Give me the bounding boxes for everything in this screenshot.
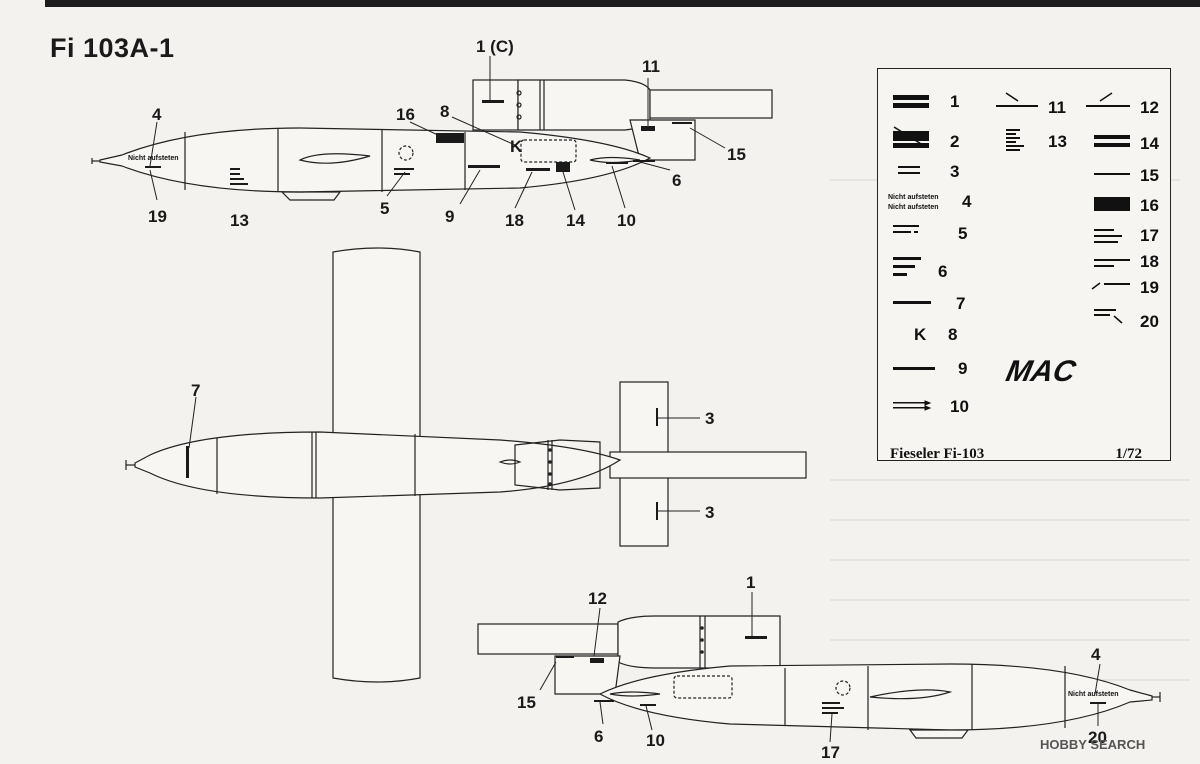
legend-2: 2 bbox=[950, 132, 959, 151]
decal-legend: Nicht aufsteten Nicht aufsteten K MAC 1 … bbox=[877, 68, 1171, 462]
callout-12: 12 bbox=[588, 589, 607, 608]
callout-4: 4 bbox=[152, 105, 162, 124]
callout-5: 5 bbox=[380, 199, 389, 218]
legend-18: 18 bbox=[1140, 252, 1159, 271]
callout-11: 11 bbox=[642, 57, 660, 76]
callout-6-bottom: 6 bbox=[594, 727, 603, 746]
watermark: HOBBY SEARCH bbox=[1040, 737, 1146, 752]
decal-swatches bbox=[893, 95, 1130, 409]
legend-13: 13 bbox=[1048, 132, 1067, 151]
callout-16: 16 bbox=[396, 105, 415, 124]
legend-3: 3 bbox=[950, 162, 959, 181]
callout-19: 19 bbox=[148, 207, 167, 226]
legend-10: 10 bbox=[950, 397, 969, 416]
plan-view bbox=[125, 247, 807, 683]
legend-model-name: Fieseler Fi-103 bbox=[890, 446, 985, 462]
mac-logo: MAC bbox=[1003, 355, 1079, 388]
legend-5: 5 bbox=[958, 224, 967, 243]
side-view-bottom-rivets bbox=[700, 626, 704, 654]
callout-10-bottom: 10 bbox=[646, 731, 665, 750]
decal-diagonals bbox=[893, 92, 1123, 324]
callout-3-lower: 3 bbox=[705, 503, 714, 522]
callout-3-upper: 3 bbox=[705, 409, 714, 428]
legend-7: 7 bbox=[956, 294, 965, 313]
callout-8: 8 bbox=[440, 102, 449, 121]
plan-view-markings bbox=[186, 408, 658, 520]
legend-8: 8 bbox=[948, 325, 957, 344]
decal-arrows bbox=[924, 400, 932, 411]
top-border-bar bbox=[45, 0, 1200, 7]
legend-9: 9 bbox=[958, 359, 967, 378]
stencil-top-view: Nicht aufsteten bbox=[128, 155, 179, 162]
callout-6: 6 bbox=[672, 171, 681, 190]
legend-numbers: 1 2 3 4 5 6 7 8 9 10 11 12 13 14 15 16 1… bbox=[938, 92, 1159, 416]
k-marker: K bbox=[510, 137, 523, 156]
page-title: Fi 103A-1 bbox=[50, 33, 175, 63]
callout-18: 18 bbox=[505, 211, 524, 230]
callout-13: 13 bbox=[230, 211, 249, 230]
legend-1: 1 bbox=[950, 92, 959, 111]
callouts-top: 1 (C) 11 4 16 8 15 6 19 13 5 9 18 14 10 bbox=[148, 37, 746, 230]
legend-14: 14 bbox=[1140, 134, 1159, 153]
legend-6: 6 bbox=[938, 262, 947, 281]
callout-20: 20 bbox=[1088, 728, 1107, 747]
leader-lines-bottom bbox=[539, 592, 1101, 743]
stencil-bottom-view: Nicht aufsteten bbox=[1068, 691, 1119, 698]
legend-12: 12 bbox=[1140, 98, 1159, 117]
callout-4-bottom: 4 bbox=[1091, 645, 1101, 664]
callout-7: 7 bbox=[191, 381, 200, 400]
legend-11: 11 bbox=[1048, 98, 1066, 117]
callout-1c: 1 (C) bbox=[476, 37, 514, 56]
callout-17: 17 bbox=[821, 743, 840, 762]
side-view-top bbox=[91, 79, 773, 201]
callout-10: 10 bbox=[617, 211, 636, 230]
callouts-bottom: 1 12 4 15 6 10 17 20 bbox=[517, 573, 1107, 762]
legend-20: 20 bbox=[1140, 312, 1159, 331]
legend-19: 19 bbox=[1140, 278, 1159, 297]
callout-9: 9 bbox=[445, 207, 454, 226]
decal-stencil-b: Nicht aufsteten bbox=[888, 204, 939, 211]
callout-15: 15 bbox=[727, 145, 746, 164]
side-view-top-markings bbox=[145, 100, 692, 185]
legend-15: 15 bbox=[1140, 166, 1159, 185]
leader-lines-plan bbox=[188, 396, 700, 512]
legend-scale: 1/72 bbox=[1115, 446, 1142, 462]
decal-sheet: Nicht aufsteten Nicht aufsteten K MAC 1 … bbox=[888, 92, 1159, 416]
callout-1-bottom: 1 bbox=[746, 573, 755, 592]
callout-15-bottom: 15 bbox=[517, 693, 536, 712]
decal-stencil-a: Nicht aufsteten bbox=[888, 194, 939, 201]
legend-k-glyph: K bbox=[914, 325, 927, 344]
mac-logo-text: MAC bbox=[1003, 355, 1079, 388]
side-view-bottom-markings bbox=[556, 636, 1106, 714]
legend-17: 17 bbox=[1140, 226, 1159, 245]
callout-14: 14 bbox=[566, 211, 585, 230]
side-view-bottom bbox=[477, 615, 1161, 739]
plan-view-rivets bbox=[548, 448, 552, 486]
leader-lines-top bbox=[149, 56, 726, 211]
legend-4: 4 bbox=[962, 192, 972, 211]
legend-16: 16 bbox=[1140, 196, 1159, 215]
callouts-plan: 7 3 3 bbox=[191, 381, 714, 522]
